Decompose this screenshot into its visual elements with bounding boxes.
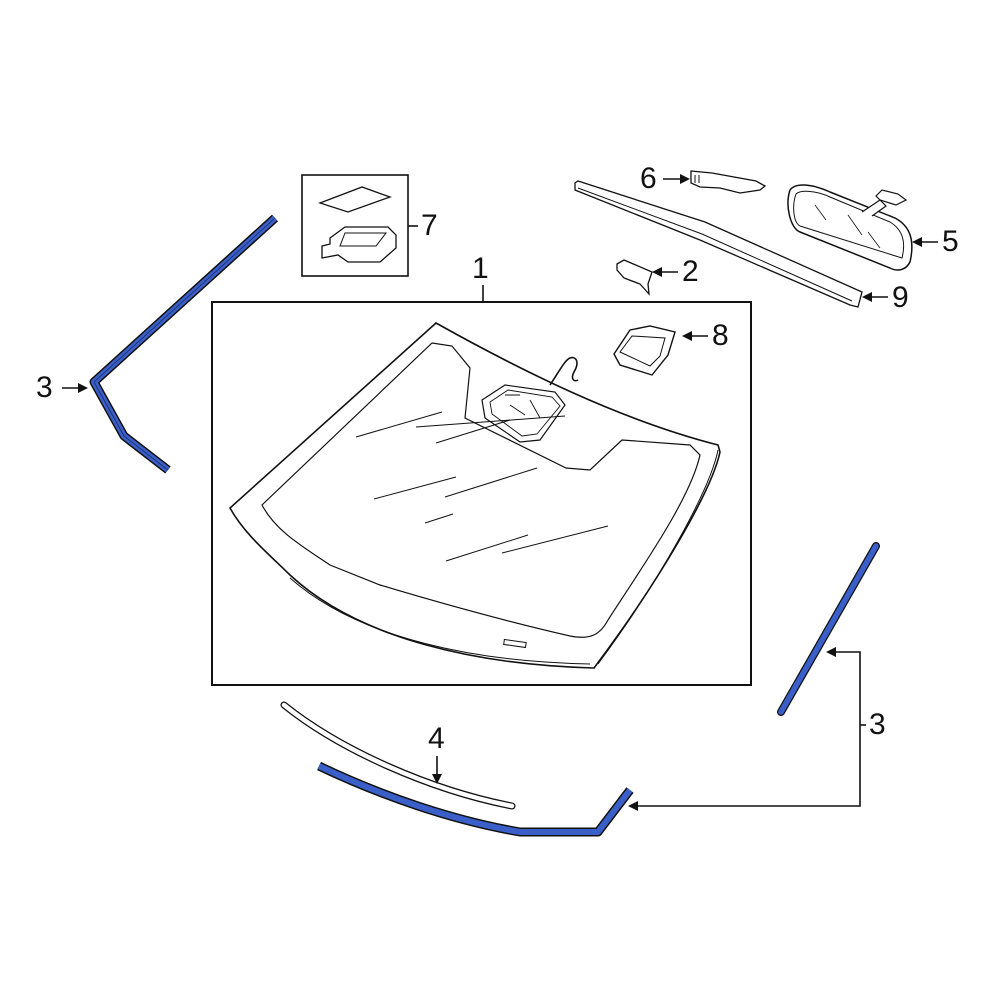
part-3-right-moldings[interactable]: [317, 542, 880, 837]
callout-7: 7: [421, 209, 438, 242]
part-2-bracket[interactable]: [616, 259, 678, 296]
callout-3-left: 3: [36, 371, 53, 404]
part-6-mirror-cover[interactable]: [663, 170, 767, 194]
part-8-sensor-bracket[interactable]: [613, 325, 708, 376]
callout-8: 8: [712, 319, 729, 352]
callout-9: 9: [892, 281, 909, 314]
part-9-upper-molding[interactable]: [574, 180, 888, 308]
callout-6: 6: [640, 162, 657, 195]
part-7-sensor-kit[interactable]: [301, 174, 418, 277]
part-5-rear-view-mirror[interactable]: [787, 184, 938, 271]
callout-5: 5: [942, 225, 959, 258]
part-3-left-molding[interactable]: [62, 214, 279, 474]
callout-2: 2: [682, 255, 699, 288]
callout-3-right: 3: [869, 708, 886, 741]
part-4-lower-molding[interactable]: [280, 701, 516, 810]
callout-4: 4: [428, 722, 445, 755]
part-1-windshield[interactable]: [211, 301, 752, 686]
callout-1: 1: [472, 252, 489, 285]
